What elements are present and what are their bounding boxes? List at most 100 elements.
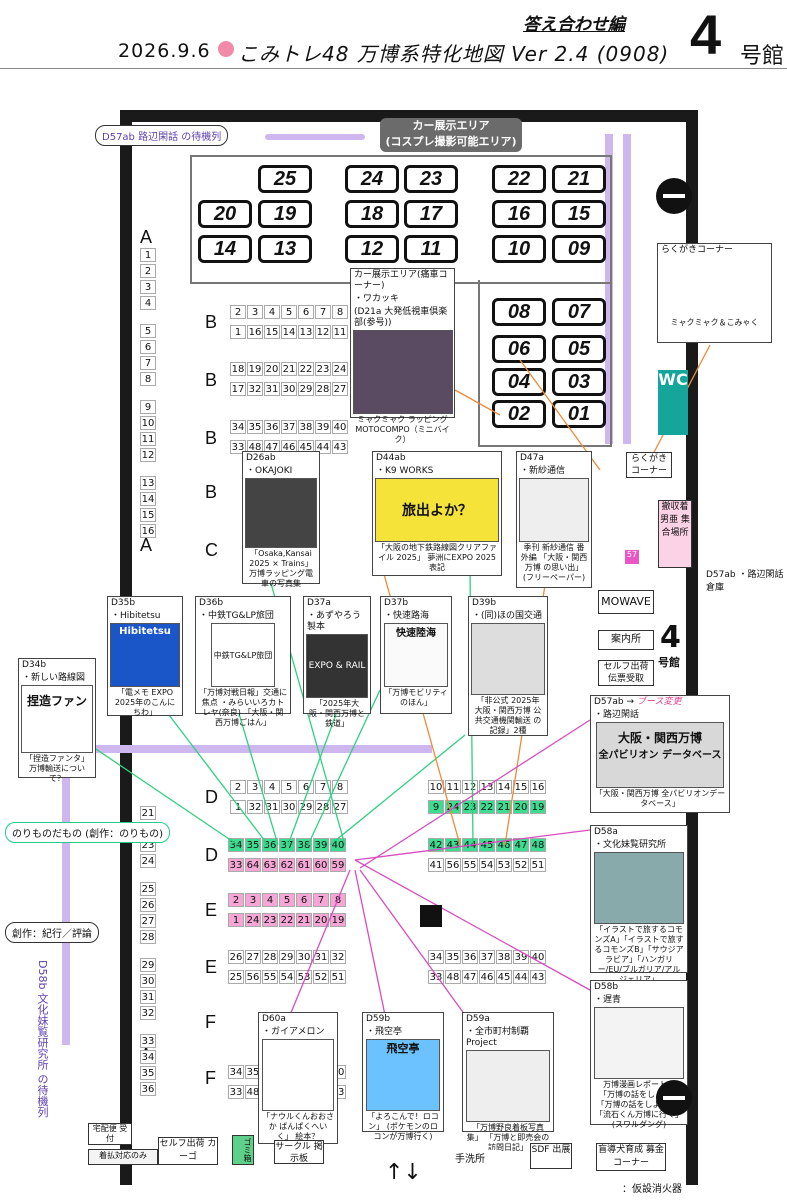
d26ab-id: D26ab xyxy=(246,453,276,463)
info-desk[interactable]: 案内所 xyxy=(598,630,654,650)
booth-cell: 43 xyxy=(332,440,348,454)
booth-cell: 7 xyxy=(315,305,331,319)
booth-card-d36b[interactable]: D36b ・中鉄TG&LP旅団 中鉄TG&LP旅団 「万博対戦日報」交通に焦点 … xyxy=(195,596,291,727)
logo-icon xyxy=(218,41,234,57)
d37a-caption: 「2025年大阪・関西万博と鉄道」 xyxy=(309,699,365,728)
booth-cell: 51 xyxy=(330,970,346,984)
washroom: 手洗所 xyxy=(440,1150,500,1168)
booth-card-d58a[interactable]: D58a ・文化妹覧研究所 「イラストで旅するコモンズA」「イラストで旅するコモ… xyxy=(590,825,688,984)
booth-card-d39b[interactable]: D39b ・(同)ほの国交通 「非公式 2025年 大阪・関西万博 公共交通機関… xyxy=(468,596,548,736)
d36b-id: D36b xyxy=(199,598,224,608)
assembly-point: 撤収着男亜 集合場所 xyxy=(658,500,692,568)
d36b-cover: 中鉄TG&LP旅団 xyxy=(211,623,275,687)
booth-cell: 38 xyxy=(298,420,314,434)
d37a-id: D37a xyxy=(307,598,331,608)
d39b-caption: 「非公式 2025年 大阪・関西万博 公共交通機関輸送 の記録」2種 xyxy=(474,696,542,735)
d37b-name: ・快速路海 xyxy=(384,611,430,621)
mowave-booth[interactable]: MOWAVE xyxy=(598,590,654,614)
booth-card-d35b[interactable]: D35b ・Hibitetsu Hibitetsu 「電メモ EXPO 2025… xyxy=(107,596,183,717)
booth-cell: 2 xyxy=(228,893,244,907)
booth-cell: 40 xyxy=(332,420,348,434)
wc-sign: WC xyxy=(658,370,688,435)
booth-cell: 22 xyxy=(479,800,495,814)
booth-card-d58b[interactable]: D58b ・遅青 万博漫画レポート本 「万博の話をしよう」「万博の話をしよう2」… xyxy=(590,980,688,1129)
queue-lane-top xyxy=(265,134,365,140)
d59b-id: D59b xyxy=(366,1014,391,1024)
booth-cell: 12 xyxy=(315,325,331,339)
row-letter-d2: D xyxy=(205,845,218,865)
row-letter-f1: F xyxy=(205,1012,216,1032)
booth-cell: 54 xyxy=(479,858,495,872)
booth-cell: 21 xyxy=(140,806,156,820)
booth-card-d37a[interactable]: D37a ・あずやろう製本 EXPO & RAIL 「2025年大阪・関西万博と… xyxy=(303,596,371,728)
self-ship-cargo[interactable]: セルフ出荷 カーゴ xyxy=(158,1137,218,1165)
booth-card-d37b[interactable]: D37b ・快速路海 快速陸海 「万博モビリティ のほん」 xyxy=(380,596,452,714)
d47a-caption: 季刊 新紗通信 番外編 「大阪・関西万博 の思い出」 (フリーペーパー) xyxy=(520,543,588,582)
d59b-name: ・飛空亭 xyxy=(366,1027,403,1037)
circle-bulletin-board[interactable]: サークル 掲示板 xyxy=(274,1140,324,1164)
booth-cell: 30 xyxy=(296,950,312,964)
d34b-cover: 捏造ファン xyxy=(21,685,93,753)
d26ab-caption: 「Osaka,Kansai 2025 × Trains」 万博ラッピング電車の写… xyxy=(249,549,313,588)
booth-cell: 5 xyxy=(281,305,297,319)
guide-dog-fund[interactable]: 盲導犬育成 募金コーナー xyxy=(596,1143,666,1171)
d58b-id: D58b xyxy=(594,982,619,992)
booth-card-d59b[interactable]: D59b ・飛空亭 飛空亭 「よろこんで！ロコン」 (ポケモンのロコンが万博行く… xyxy=(362,1012,444,1141)
car-block-05: 05 xyxy=(552,335,606,363)
d35b-caption: 「電メモ EXPO 2025年のこんにちわ」 xyxy=(114,688,176,717)
d58b-name: ・遅青 xyxy=(594,995,622,1005)
booth-cell: 55 xyxy=(262,970,278,984)
d58a-name: ・文化妹覧研究所 xyxy=(594,840,667,850)
booth-cell: 53 xyxy=(296,970,312,984)
booth-cell: 53 xyxy=(496,858,512,872)
booth-cell: 33 xyxy=(228,858,244,872)
motocompo-photo xyxy=(352,330,453,414)
row-letter-a1: A xyxy=(140,227,153,247)
sdf-booth[interactable]: SDF 出展 xyxy=(530,1143,572,1169)
booth-cell: 27 xyxy=(332,382,348,396)
self-ship-slip[interactable]: セルフ出荷 伝票受取 xyxy=(598,660,654,686)
booth-cell: 28 xyxy=(315,382,331,396)
rakugaki-corner-card[interactable]: らくがきコーナー ミャクミャク＆こみゃく xyxy=(657,243,772,343)
booth-cell: 37 xyxy=(479,950,495,964)
d59a-cover xyxy=(466,1050,550,1122)
booth-cell: 47 xyxy=(513,838,529,852)
booth-cell: 36 xyxy=(462,950,478,964)
booth-cell: 52 xyxy=(313,970,329,984)
booth-cell: 6 xyxy=(298,305,314,319)
d57ab-queue-label: D57ab 路辺閑話 の待機列 xyxy=(95,125,229,146)
car-display-card[interactable]: カー展示エリア(痛車コーナー) ・ワカッキ (D21a 大発低視車倶楽部(参号)… xyxy=(350,268,455,444)
booth-card-d44ab[interactable]: D44ab ・K9 WORKS 旅出よか？ 「大阪の地下鉄路線図クリアファイル … xyxy=(372,451,502,576)
booth-cell: 63 xyxy=(262,858,278,872)
row-letter-b3: B xyxy=(205,428,218,448)
booth-card-d59a[interactable]: D59a ・全市町村制覇Project 「万博野良着板写真集」 「万博と即売会の… xyxy=(462,1012,554,1152)
booth-57-marker: 57 xyxy=(625,550,639,564)
booth-cell: 26 xyxy=(228,950,244,964)
booth-card-d57ab[interactable]: D57ab → ブース変更 ・路辺閑話 大阪・関西万博 全パビリオン データベー… xyxy=(590,695,730,813)
car-block-20: 20 xyxy=(198,200,252,228)
car-area-label: カー展示エリア (コスプレ撮影可能エリア) xyxy=(380,118,522,152)
booth-cell: 24 xyxy=(332,362,348,376)
queue-lane-right xyxy=(605,134,613,444)
booth-cell: 7 xyxy=(313,893,329,907)
d35b-name: ・Hibitetsu xyxy=(111,611,161,621)
car-block-15: 15 xyxy=(552,200,606,228)
booth-card-d47a[interactable]: D47a ・新紗通信 季刊 新紗通信 番外編 「大阪・関西万博 の思い出」 (フ… xyxy=(516,451,592,588)
booth-cell: 21 xyxy=(281,362,297,376)
cod-only-label: 着払対応のみ xyxy=(88,1149,158,1165)
booth-card-d34b[interactable]: D34b ・新しい路線図 捏造ファン 「捏造ファンタ」 万博輸送について？ xyxy=(18,658,96,783)
booth-cell: 35 xyxy=(445,950,461,964)
booth-cell: 31 xyxy=(264,382,280,396)
booth-cell: 45 xyxy=(479,838,495,852)
booth-cell: 4 xyxy=(264,780,280,794)
booth-cell: 27 xyxy=(140,914,156,928)
booth-card-d26ab[interactable]: D26ab ・OKAJOKI 「Osaka,Kansai 2025 × Trai… xyxy=(242,451,320,588)
d34b-id: D34b xyxy=(22,660,47,670)
car-block-18: 18 xyxy=(345,200,399,228)
no-entry-icon-bottom xyxy=(656,1080,692,1116)
delivery-desk[interactable]: 宅配便 受付 xyxy=(88,1123,132,1145)
car-area-title: カー展示エリア xyxy=(412,119,490,132)
header-date: 2026.9.6 xyxy=(118,40,211,62)
nori-category-label: のりものだもの (創作：のりもの) xyxy=(5,822,170,843)
booth-card-d60a[interactable]: D60a ・ガイアメロン 「ナウルくんおおさか ばんぱくへいく」 絵本？ xyxy=(258,1012,338,1144)
